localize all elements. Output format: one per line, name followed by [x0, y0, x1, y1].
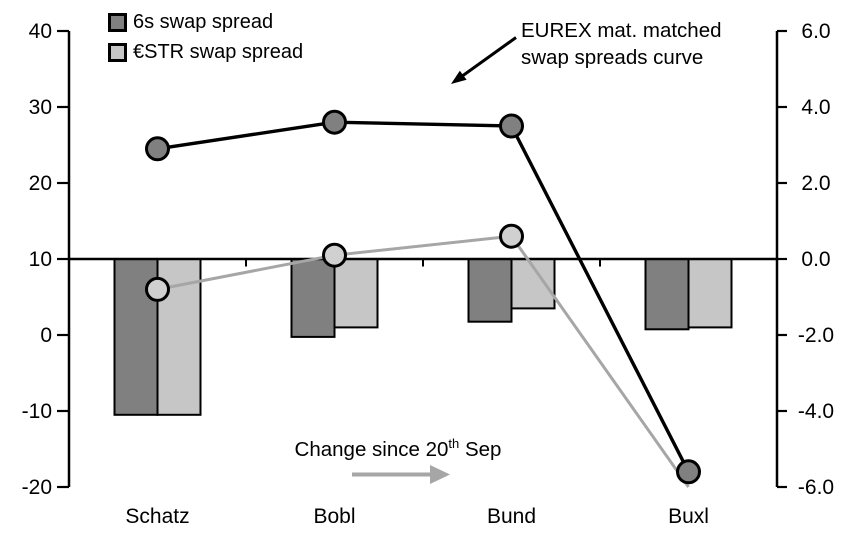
marker--str-mat-matched-swap-spreads-curve-bobl — [322, 242, 347, 268]
left-axis-label: 10 — [29, 248, 52, 271]
left-axis-label: -10 — [22, 400, 52, 423]
legend-swatch-light-icon — [108, 42, 127, 62]
legend-item-estr-swap-spread: €STR swap spread — [108, 41, 303, 63]
category-label-bund: Bund — [487, 505, 536, 528]
right-axis-label: 6.0 — [801, 20, 830, 43]
marker-6s-mat-matched-swap-spreads-curve-buxl — [676, 459, 701, 485]
line--str-mat-matched-swap-spreads-curve — [157, 234, 690, 488]
change-annotation-text: Change since 20th Sep — [270, 436, 526, 462]
right-axis-label: -4.0 — [798, 400, 834, 423]
bar-series-group — [113, 258, 733, 416]
legend-item-6s-swap-spread: 6s swap spread — [108, 11, 303, 33]
change-annotation-suffix: Sep — [459, 437, 502, 461]
left-axis-label: -20 — [22, 476, 52, 499]
curve-annotation-line2: swap spreads curve — [521, 46, 704, 69]
chart-legend: 6s swap spread €STR swap spread — [108, 11, 303, 71]
left-axis-label: 20 — [29, 172, 52, 195]
bar-6s-swap-spread-bund — [467, 258, 513, 323]
marker--str-mat-matched-swap-spreads-curve-bund — [499, 223, 524, 249]
axes-group: 40 30 20 10 0 -10 -20 6.0 4.0 2.0 0.0 -2.0 -4.0 -6.0 — [22, 20, 834, 499]
legend-label-estr: €STR swap spread — [133, 41, 304, 63]
marker-6s-mat-matched-swap-spreads-curve-bund — [499, 113, 524, 139]
legend-swatch-dark-icon — [108, 12, 127, 32]
bar-6s-swap-spread-bobl — [290, 258, 336, 338]
marker-6s-mat-matched-swap-spreads-curve-schatz — [145, 136, 170, 162]
change-annotation-sup: th — [448, 436, 460, 451]
right-axis-label: -6.0 — [798, 476, 834, 499]
category-label-schatz: Schatz — [125, 505, 189, 528]
curve-annotation-text: EUREX mat. matched swap spreads curve — [521, 17, 722, 71]
left-axis-label: 30 — [29, 96, 52, 119]
change-annotation-arrow-icon — [352, 465, 450, 484]
marker-6s-mat-matched-swap-spreads-curve-bobl — [322, 109, 347, 135]
legend-label-6s: 6s swap spread — [133, 11, 274, 33]
category-label-bobl: Bobl — [313, 505, 355, 528]
bar--str-swap-spread-buxl — [687, 258, 733, 329]
bar-6s-swap-spread-buxl — [644, 258, 690, 331]
category-axis-labels: Schatz Bobl Bund Buxl — [125, 505, 709, 528]
curve-annotation-line1: EUREX mat. matched — [521, 19, 722, 42]
left-axis-label: 0 — [40, 324, 52, 347]
change-annotation-prefix: Change since 20 — [294, 437, 449, 461]
right-axis-label: 4.0 — [801, 96, 830, 119]
right-axis-label: 2.0 — [801, 172, 830, 195]
right-axis-label: -2.0 — [798, 324, 834, 347]
marker--str-mat-matched-swap-spreads-curve-schatz — [145, 276, 170, 302]
right-axis-label: 0.0 — [801, 248, 830, 271]
category-label-buxl: Buxl — [668, 505, 709, 528]
line-series-group — [145, 109, 701, 488]
bar--str-swap-spread-bobl — [333, 258, 379, 329]
left-axis-label: 40 — [29, 20, 52, 43]
line-6s-mat-matched-swap-spreads-curve — [157, 120, 691, 473]
curve-annotation-arrow-icon — [451, 36, 517, 84]
